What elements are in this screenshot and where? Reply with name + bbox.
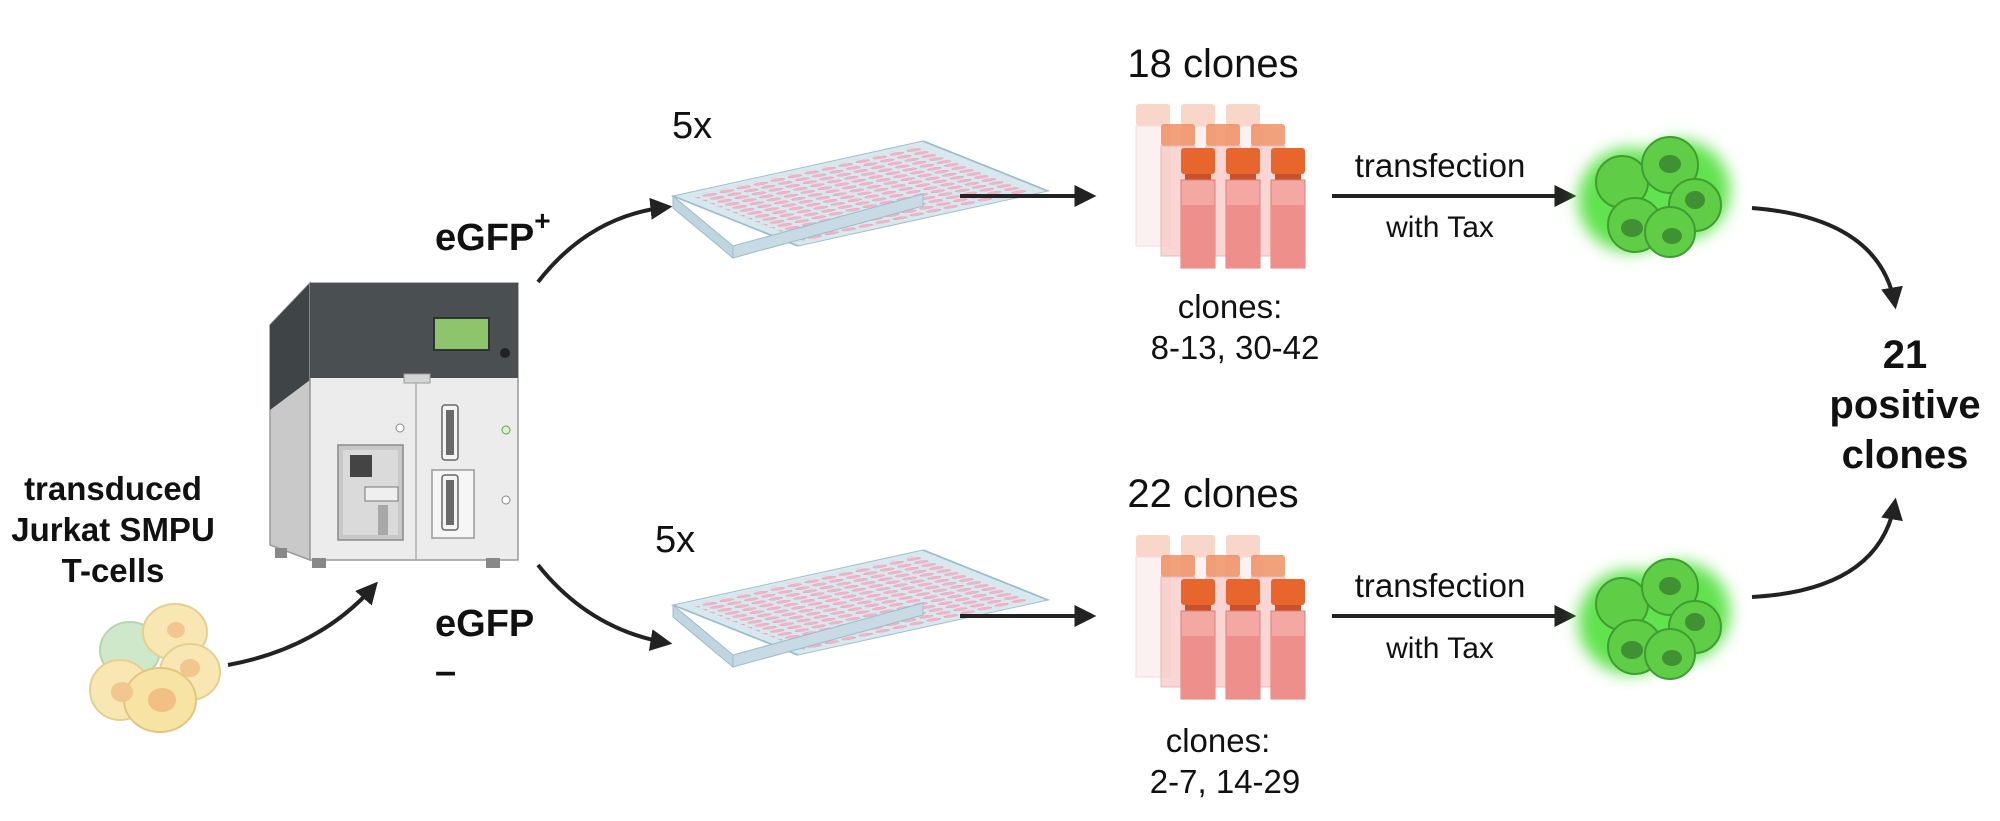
egfp-positive-label: eGFP+ [435, 205, 551, 259]
top-vial-rack-icon [1135, 104, 1306, 269]
cell-sorter-icon [269, 281, 519, 568]
bottom-vial-rack-icon [1135, 535, 1306, 700]
top-arrow-label-line1: transfection [1355, 147, 1526, 184]
bottom-plate-count: 5x [655, 519, 695, 561]
arrow-bottom-to-result [1751, 497, 1903, 599]
result-label-line2: positive [1829, 383, 1980, 427]
top-plate-count: 5x [672, 105, 712, 147]
bottom-green-cell-cluster-icon [1578, 558, 1730, 680]
bottom-arrow-label-line1: transfection [1355, 567, 1526, 604]
top-arrow-label-line2: with Tax [1385, 211, 1494, 244]
bottom-clone-count: 22 clones [1127, 472, 1298, 516]
top-green-cell-cluster-icon [1578, 136, 1730, 258]
arrow-to-top-plate [536, 197, 673, 284]
bottom-clones-ids: 2-7, 14-29 [1150, 763, 1300, 800]
input-cell-cluster-icon [89, 603, 221, 733]
bottom-clones-label: clones: [1166, 722, 1271, 759]
input-label-line2: Jurkat SMPU [11, 511, 215, 548]
bottom-well-plate-icon [670, 549, 1051, 669]
top-clones-ids: 8-13, 30-42 [1151, 329, 1320, 366]
top-clones-label: clones: [1178, 288, 1283, 325]
top-well-plate-icon [670, 140, 1051, 260]
input-label-line3: T-cells [62, 552, 165, 589]
arrow-to-bottom-plate [536, 563, 673, 651]
egfp-negative-sign: – [435, 651, 456, 693]
top-clone-count: 18 clones [1127, 42, 1298, 86]
arrow-to-sorter [227, 581, 378, 667]
result-label-line3: clones [1842, 433, 1969, 477]
result-count: 21 [1883, 333, 1928, 377]
bottom-arrow-label-line2: with Tax [1385, 632, 1494, 665]
input-label-line1: transduced [24, 470, 202, 507]
arrow-top-to-result [1751, 206, 1903, 310]
egfp-negative-label: eGFP [435, 603, 534, 645]
